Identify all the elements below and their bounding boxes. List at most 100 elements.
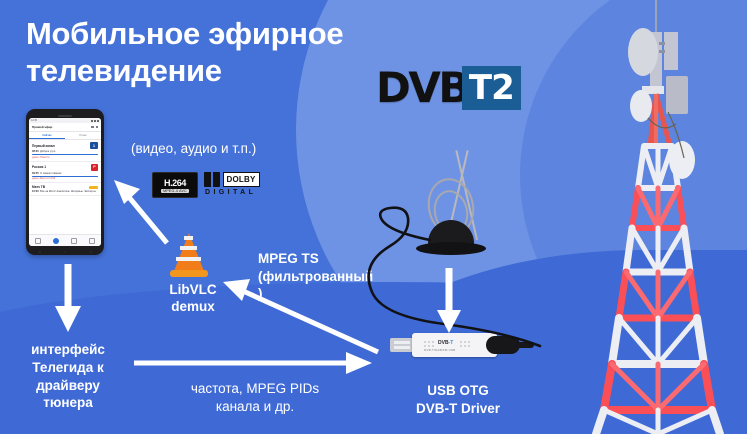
mpeg-ts-line2: (фильтрованный <box>258 268 374 284</box>
channel-row[interactable]: Россия 1 Р 09:55 О самом главном далее: … <box>29 162 101 184</box>
channel-name: Матч ТВ <box>32 185 46 190</box>
usb-label-line1: USB OTG <box>427 383 489 398</box>
tab-later[interactable]: Позже <box>79 134 87 137</box>
tuning-line2: канала и др. <box>215 399 295 415</box>
libvlc-label: LibVLC demux <box>161 282 225 316</box>
app-title: Прямой эфир <box>32 125 53 129</box>
program-name: Доброе утро <box>40 150 56 153</box>
next-program: далее: Новости <box>32 155 50 159</box>
channel-name: Первый канал <box>32 143 55 148</box>
media-types-label: (видео, аудио и т.п.) <box>131 141 257 156</box>
libvlc-line2: demux <box>171 298 215 314</box>
dvb-t2-logo: DVB T2 <box>376 66 521 110</box>
channel-name: Россия 1 <box>32 165 46 170</box>
channel-row[interactable]: Матч ТВ 10:00 Все на Матч! Аналитика. Ин… <box>29 183 101 197</box>
battery-icon <box>97 119 99 122</box>
nav-search-icon[interactable] <box>89 237 95 244</box>
channel-header: Матч ТВ <box>32 185 98 189</box>
tab-now[interactable]: Сейчас <box>29 132 65 139</box>
mpeg-ts-line3: ) <box>258 286 263 302</box>
filter-icon[interactable] <box>95 125 98 129</box>
program-line: 08:00 Доброе утро <box>32 150 98 153</box>
program-name: О самом главном <box>40 171 62 175</box>
channel-logo: Р <box>91 163 98 171</box>
channel-header: Россия 1 Р <box>32 163 98 171</box>
nav-favorites-icon[interactable] <box>71 237 77 244</box>
usb-otg-label: USB OTG DVB-T Driver <box>404 382 512 417</box>
interface-line3: драйверу <box>36 377 100 393</box>
cone-base <box>170 270 208 277</box>
usb-label-line2: DVB-T Driver <box>415 400 501 416</box>
antenna-cable <box>367 206 542 348</box>
android-nav-keys[interactable]: ◁ ○ □ <box>26 250 104 254</box>
tuning-line1: частота, MPEG PIDs <box>190 381 320 396</box>
progress-bar <box>32 175 98 177</box>
channel-logo: 1 <box>90 142 98 149</box>
antenna-jack <box>486 336 520 354</box>
tuner-brand: DVB-T <box>438 340 454 346</box>
nav-live-icon[interactable] <box>53 237 59 244</box>
h264-logo: H.264 MPEG-4 AVC <box>152 172 198 198</box>
cone-stripe <box>184 236 193 240</box>
h264-title: H.264 <box>163 177 187 188</box>
nav-guide-icon[interactable] <box>35 237 41 244</box>
app-header-icons[interactable] <box>91 125 98 129</box>
interface-line1: интерфейс <box>31 342 105 357</box>
tuning-params-label: частота, MPEG PIDs канала и др. <box>160 380 350 416</box>
program-time: 10:00 <box>32 190 39 194</box>
page-title: Мобильное эфирное телевидение <box>26 16 344 88</box>
usb-dvb-t-tuner: DVB-T DVB-T/DAB/FM USB <box>390 333 535 359</box>
tab-bar[interactable]: Сейчас Позже <box>29 132 101 140</box>
arrow-antenna-to-usb <box>437 268 461 333</box>
wifi-icon <box>94 119 96 122</box>
status-time: 12:45 <box>31 119 37 122</box>
cone-stripe <box>176 257 201 261</box>
phone-screen: 12:45 Прямой эфир Сейчас Позже <box>29 118 101 246</box>
arrow-libvlc-to-phone <box>114 180 169 245</box>
program-time: 08:00 <box>32 150 39 153</box>
broadcast-tower <box>592 0 724 434</box>
progress-bar <box>32 154 98 155</box>
status-icons <box>91 119 99 122</box>
program-line: 09:55 О самом главном <box>32 172 98 175</box>
back-key-icon[interactable]: ◁ <box>38 250 41 254</box>
bottom-nav[interactable] <box>29 234 101 246</box>
dolby-top-row: DOLBY <box>204 172 268 187</box>
usb-plug-icon <box>390 338 414 352</box>
antenna-foot <box>416 242 486 255</box>
dolby-digital-logo: DOLBY DIGITAL <box>204 172 268 198</box>
t2-badge: T2 <box>461 66 521 110</box>
channel-logo <box>89 185 98 189</box>
cable-tail <box>516 342 534 348</box>
indoor-antenna <box>372 150 542 270</box>
home-key-icon[interactable]: ○ <box>64 250 67 254</box>
interface-line4: тюнера <box>43 395 93 411</box>
program-name: Все на Матч! Аналитика. Интервью. Экспер… <box>40 190 96 194</box>
arrow-phone-to-interface <box>55 264 81 332</box>
dvb-text: DVB <box>376 63 470 112</box>
tuner-body <box>412 333 497 357</box>
dolby-word: DOLBY <box>222 172 260 187</box>
vlc-cone-icon <box>168 233 210 279</box>
dolby-digital-word: DIGITAL <box>205 189 257 196</box>
speaker-grille <box>58 115 72 117</box>
next-program: далее: Вести в 14:00 <box>32 177 56 181</box>
mpeg-ts-line1: MPEG TS <box>258 251 319 266</box>
telegid-interface-label: интерфейс Телегида к драйверу тюнера <box>8 341 128 412</box>
h264-subtitle: MPEG-4 AVC <box>161 188 189 193</box>
channel-header: Первый канал 1 <box>32 142 98 149</box>
phone-mockup: 12:45 Прямой эфир Сейчас Позже <box>26 109 104 255</box>
tuner-model: DVB-T/DAB/FM USB <box>424 348 456 352</box>
interface-line2: Телегида к <box>32 359 104 375</box>
dolby-double-d-icon <box>204 172 220 187</box>
arrow-usb-to-libvlc <box>223 279 380 355</box>
program-line: 10:00 Все на Матч! Аналитика. Интервью. … <box>32 190 98 193</box>
channel-row[interactable]: Первый канал 1 08:00 Доброе утро далее: … <box>29 140 101 162</box>
mpeg-ts-label: MPEG TS (фильтрованный ) <box>258 250 373 303</box>
recents-key-icon[interactable]: □ <box>90 250 92 254</box>
signal-bars-icon[interactable] <box>91 125 94 129</box>
libvlc-line1: LibVLC <box>169 282 217 297</box>
app-header: Прямой эфир <box>29 123 101 132</box>
